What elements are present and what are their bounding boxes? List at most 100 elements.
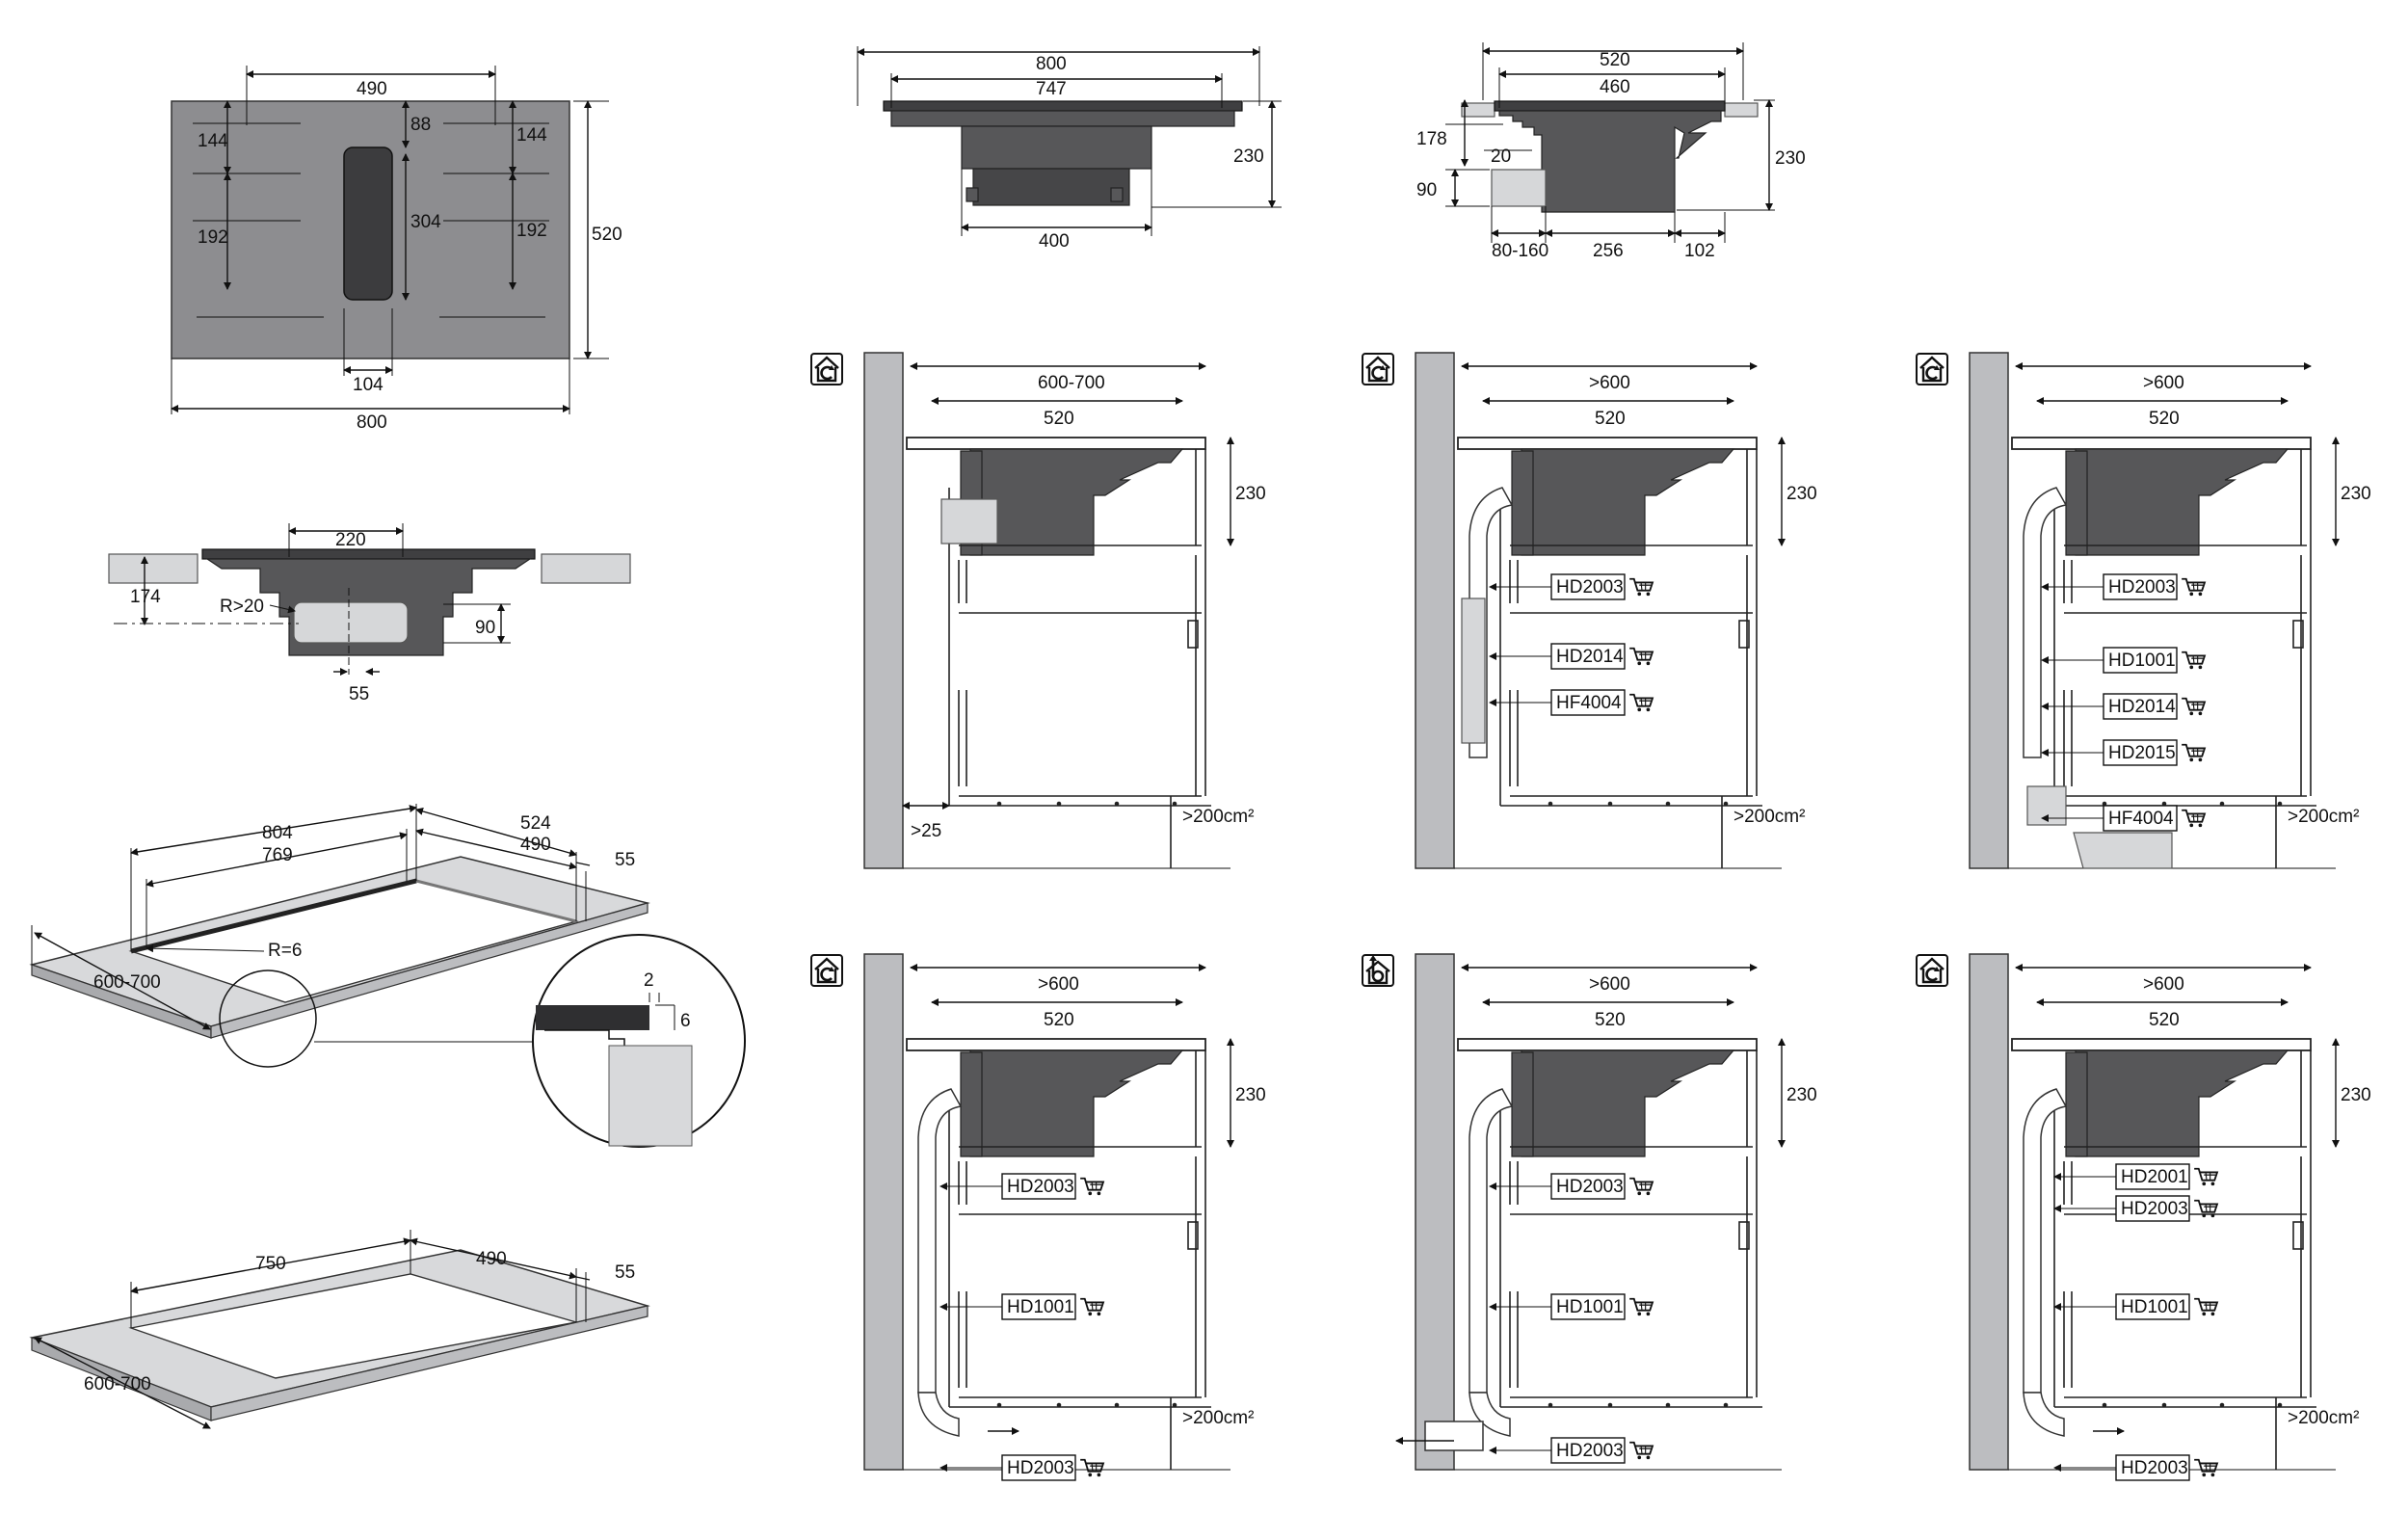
part-label-box: [1550, 1437, 1626, 1464]
part-code: HD1001: [1007, 1297, 1074, 1317]
gap-label: >25: [911, 821, 941, 841]
dim-90-side: 90: [1416, 180, 1437, 200]
shopping-cart-icon[interactable]: [2181, 697, 2206, 717]
height-label: 230: [2341, 1085, 2371, 1105]
installation-scenes: 600-700520230>200cm²>25>600520230>200cm²…: [810, 352, 2371, 1481]
dim-490-cut-a: 490: [520, 835, 551, 855]
shopping-cart-icon[interactable]: [2193, 1458, 2218, 1478]
part-code: HD2003: [1556, 1177, 1624, 1197]
dim-800: 800: [357, 412, 387, 433]
dim-520: 520: [592, 225, 622, 245]
shopping-cart-icon[interactable]: [1628, 1297, 1654, 1317]
shopping-cart-icon[interactable]: [2193, 1167, 2218, 1187]
part-label-box: [1001, 1293, 1076, 1320]
vent-label: >200cm²: [1733, 807, 1805, 827]
shopping-cart-icon[interactable]: [1079, 1297, 1104, 1317]
height-label: 230: [2341, 484, 2371, 504]
height-label: 230: [1235, 1085, 1266, 1105]
shopping-cart-icon[interactable]: [2193, 1297, 2218, 1317]
part-label-box: [1550, 689, 1626, 716]
shopping-cart-icon[interactable]: [1628, 1177, 1654, 1197]
height-label: 230: [1235, 484, 1266, 504]
height-label: 230: [1786, 1085, 1817, 1105]
dim-104: 104: [353, 375, 384, 395]
part-code: HD2003: [1007, 1177, 1074, 1197]
dim-256: 256: [1593, 241, 1624, 261]
shopping-cart-icon[interactable]: [1628, 693, 1654, 713]
shopping-cart-icon[interactable]: [2181, 577, 2206, 598]
part-label-box: [2103, 739, 2178, 766]
cutout-a-drawing: 804 769 524 490 55 R=6 600-700 2 6: [29, 804, 746, 1148]
part-label-box: [1550, 1293, 1626, 1320]
vent-label: >200cm²: [1182, 1408, 1254, 1428]
dim-102: 102: [1684, 241, 1715, 261]
dim-750: 750: [255, 1254, 286, 1274]
vent-label: >200cm²: [2288, 807, 2359, 827]
dim-55-cut-b: 55: [615, 1262, 635, 1283]
part-code: HD2003: [1007, 1458, 1074, 1478]
shopping-cart-icon[interactable]: [1628, 577, 1654, 598]
shopping-cart-icon[interactable]: [1079, 1177, 1104, 1197]
dim-524: 524: [520, 813, 551, 834]
part-code: HD2014: [1556, 647, 1624, 667]
dim-220: 220: [335, 530, 366, 550]
part-code: HD1001: [2108, 651, 2176, 671]
top-view-drawing: 490 144 192 144 192 88 304 520 104 800: [171, 66, 622, 433]
installation-scene-3: >600520230>200cm²HD2003HD1001HD2014HD201…: [1916, 352, 2371, 869]
dim-400: 400: [1039, 231, 1070, 252]
shopping-cart-icon[interactable]: [2181, 651, 2206, 671]
recirculation-icon: [1916, 353, 1948, 385]
shopping-cart-icon[interactable]: [1079, 1458, 1104, 1478]
central-vent-slot: [343, 146, 393, 301]
vent-label: >200cm²: [1182, 807, 1254, 827]
part-code: HD2003: [2121, 1199, 2188, 1219]
width-label: 520: [1595, 1010, 1626, 1030]
dim-20: 20: [1491, 146, 1511, 167]
dim-55-duct: 55: [349, 684, 369, 704]
extraction-icon: [1362, 954, 1394, 987]
part-code: HD2015: [2108, 743, 2176, 763]
front-view-drawing: 800 747 230 400: [857, 46, 1282, 252]
dim-490: 490: [357, 79, 387, 99]
dim-192-left: 192: [198, 227, 228, 248]
part-code: HD2003: [2121, 1458, 2188, 1478]
shopping-cart-icon[interactable]: [2181, 743, 2206, 763]
side-view-drawing: 520 460 178 20 90 230 80-160 256 102: [1416, 42, 1806, 261]
shopping-cart-icon[interactable]: [2181, 809, 2206, 829]
part-code: HD2001: [2121, 1167, 2188, 1187]
dim-r20: R>20: [220, 597, 264, 617]
dim-178: 178: [1416, 129, 1447, 149]
part-label-box: [2115, 1454, 2190, 1481]
width-label: 520: [2149, 409, 2180, 429]
shopping-cart-icon[interactable]: [1628, 647, 1654, 667]
width-label: 520: [1044, 1010, 1074, 1030]
dim-230-front: 230: [1233, 146, 1264, 167]
dim-144-right: 144: [516, 125, 547, 146]
dim-55-cut-a: 55: [615, 850, 635, 870]
dim-174: 174: [130, 587, 161, 607]
depth-label: >600: [2143, 373, 2184, 393]
recirculation-icon: [1362, 353, 1394, 385]
dim-520-side: 520: [1600, 50, 1630, 70]
recirculation-icon: [810, 353, 843, 385]
dim-192-right: 192: [516, 221, 547, 241]
dim-6: 6: [680, 1011, 691, 1031]
dim-600-700-cut-a: 600-700: [93, 972, 161, 993]
width-label: 520: [1595, 409, 1626, 429]
depth-label: >600: [2143, 974, 2184, 995]
part-label-box: [2103, 805, 2178, 832]
dim-88: 88: [410, 115, 431, 135]
installation-scene-6: >600520230>200cm²HD2001HD2003HD1001HD200…: [1916, 953, 2371, 1481]
shopping-cart-icon[interactable]: [1628, 1441, 1654, 1461]
duct-section-drawing: 220 174 R>20 90 55: [108, 523, 631, 704]
width-label: 520: [1044, 409, 1074, 429]
part-label-box: [1001, 1454, 1076, 1481]
cutout-b-drawing: 750 490 55 600-700: [29, 1230, 650, 1429]
part-label-box: [2115, 1293, 2190, 1320]
depth-label: >600: [1038, 974, 1079, 995]
dim-800-front: 800: [1036, 54, 1067, 74]
dim-490-cut-b: 490: [476, 1249, 507, 1269]
